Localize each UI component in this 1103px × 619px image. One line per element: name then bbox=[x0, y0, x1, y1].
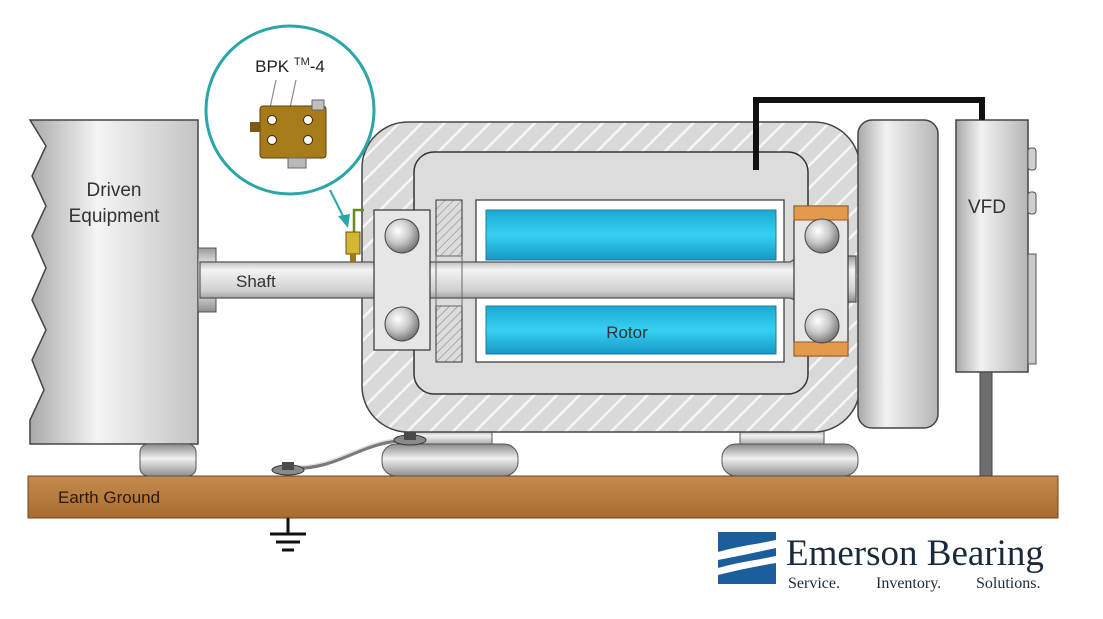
brand-tagline-service: Service. bbox=[788, 575, 840, 592]
earth-ground-icon bbox=[270, 518, 306, 552]
bpk-screw-4 bbox=[303, 135, 313, 145]
brand-tagline-inventory: Inventory. bbox=[876, 575, 941, 592]
motor-foot-right bbox=[721, 443, 859, 477]
vfd-knob-1 bbox=[1027, 147, 1037, 171]
ground-strap-bolt-motor bbox=[404, 432, 416, 440]
bpk-screw-3 bbox=[303, 115, 313, 125]
bearing-ball-left-bottom bbox=[384, 306, 420, 342]
grounding-ring-upper bbox=[435, 199, 463, 257]
bearing-band-right-bottom bbox=[793, 341, 849, 357]
vfd-box bbox=[955, 119, 1029, 373]
earth-ground-label: Earth Ground bbox=[58, 488, 160, 507]
callout-pointer-arrowhead bbox=[338, 214, 350, 228]
callout-title-suffix: -4 bbox=[310, 57, 325, 76]
motor-foot-left bbox=[381, 443, 519, 477]
vfd-label: VFD bbox=[968, 197, 1006, 218]
brush-contact bbox=[350, 254, 356, 262]
bpk-lead-1 bbox=[269, 79, 277, 109]
bpk-screw-1 bbox=[267, 115, 277, 125]
vfd-knob-2 bbox=[1027, 191, 1037, 215]
driven-foot bbox=[139, 443, 197, 477]
bearing-band-right-top bbox=[793, 205, 849, 221]
callout-title-prefix: BPK bbox=[255, 57, 294, 76]
brush-lead-wire bbox=[352, 208, 364, 232]
brush-holder bbox=[345, 231, 361, 255]
grounding-ring-lower bbox=[435, 305, 463, 363]
bearing-ball-left-top bbox=[384, 218, 420, 254]
brand-name: Emerson Bearing bbox=[786, 533, 1044, 574]
bpk-module-side bbox=[250, 122, 260, 132]
rotor-label: Rotor bbox=[606, 323, 648, 342]
bearing-ball-right-bottom bbox=[804, 308, 840, 344]
rotor-lower bbox=[485, 305, 777, 355]
emerson-swoosh-logo bbox=[718, 532, 776, 584]
ground-strap-bolt-ground bbox=[282, 462, 294, 470]
power-cable bbox=[753, 97, 985, 170]
driven-equipment-housing bbox=[28, 119, 199, 445]
driven-equipment-label-line1: Driven bbox=[87, 180, 142, 201]
bpk-module-tab bbox=[311, 99, 325, 111]
bearing-ball-right-top bbox=[804, 218, 840, 254]
callout-title-tm: TM bbox=[294, 56, 310, 68]
rotor-upper bbox=[485, 209, 777, 261]
bpk-screw-2 bbox=[267, 135, 277, 145]
shaft bbox=[199, 255, 857, 303]
brand-tagline-solutions: Solutions. bbox=[976, 575, 1040, 592]
vfd-ground-post bbox=[979, 371, 993, 477]
motor-end-cover bbox=[857, 119, 939, 429]
callout-title: BPK TM-4 bbox=[255, 56, 325, 76]
driven-equipment-label-line2: Equipment bbox=[69, 206, 161, 227]
grounding-ring-collar bbox=[435, 255, 463, 307]
bpk-module-body bbox=[259, 105, 327, 159]
vfd-side-panel bbox=[1027, 253, 1037, 365]
bpk-module-stem bbox=[287, 157, 307, 169]
bpk-lead-2 bbox=[289, 79, 297, 109]
shaft-label: Shaft bbox=[236, 272, 276, 291]
earth-ground-bar bbox=[27, 475, 1059, 519]
